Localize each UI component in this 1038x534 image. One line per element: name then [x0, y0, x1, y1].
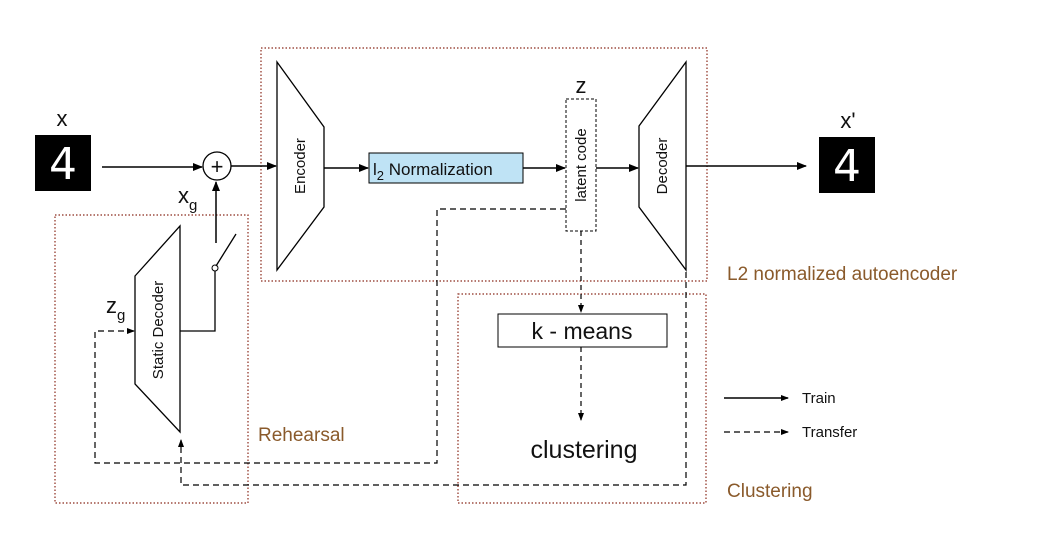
static-decoder-block	[134, 224, 181, 434]
kmeans-box	[497, 313, 668, 348]
switch-lever	[215, 233, 237, 267]
normalization-box	[368, 152, 524, 184]
output-symbol: x'	[840, 108, 855, 133]
legend-train-label: Train	[802, 390, 836, 407]
decoder-label: Decoder	[654, 138, 671, 195]
input-image: 4	[35, 135, 91, 191]
output-digit: 4	[833, 141, 861, 192]
output-image: 4	[819, 137, 875, 193]
encoder-label: Encoder	[292, 138, 309, 194]
latent-symbol: z	[576, 73, 587, 98]
latent-transfer-line	[94, 208, 566, 464]
legend-transfer-label: Transfer	[802, 424, 857, 441]
clustering-region	[457, 293, 707, 504]
rehearsal-region-label: Rehearsal	[258, 425, 345, 446]
encoder-block	[276, 59, 325, 272]
decoder-block	[638, 60, 687, 272]
latent-code-label: latent code	[573, 128, 590, 201]
latent-code-box	[565, 98, 597, 232]
legend: Train Transfer	[724, 390, 857, 441]
generated-input-label: xg	[178, 183, 197, 214]
input-symbol: x	[57, 106, 68, 131]
input-digit: 4	[49, 139, 77, 190]
clustering-region-label: Clustering	[727, 481, 813, 502]
rehearsal-region	[54, 214, 249, 504]
latent-sample-label: zg	[106, 293, 125, 324]
sum-symbol: +	[211, 154, 224, 179]
autoencoder-region-label: L2 normalized autoencoder	[727, 264, 958, 285]
decoder-transfer-line	[178, 272, 687, 486]
static-decoder-label: Static Decoder	[150, 281, 167, 379]
static-decoder-output-line	[180, 270, 216, 332]
kmeans-label: k - means	[532, 318, 633, 344]
normalization-label: l2 Normalization	[373, 160, 493, 183]
switch-pivot	[211, 264, 219, 272]
clustering-output-label: clustering	[531, 436, 638, 464]
